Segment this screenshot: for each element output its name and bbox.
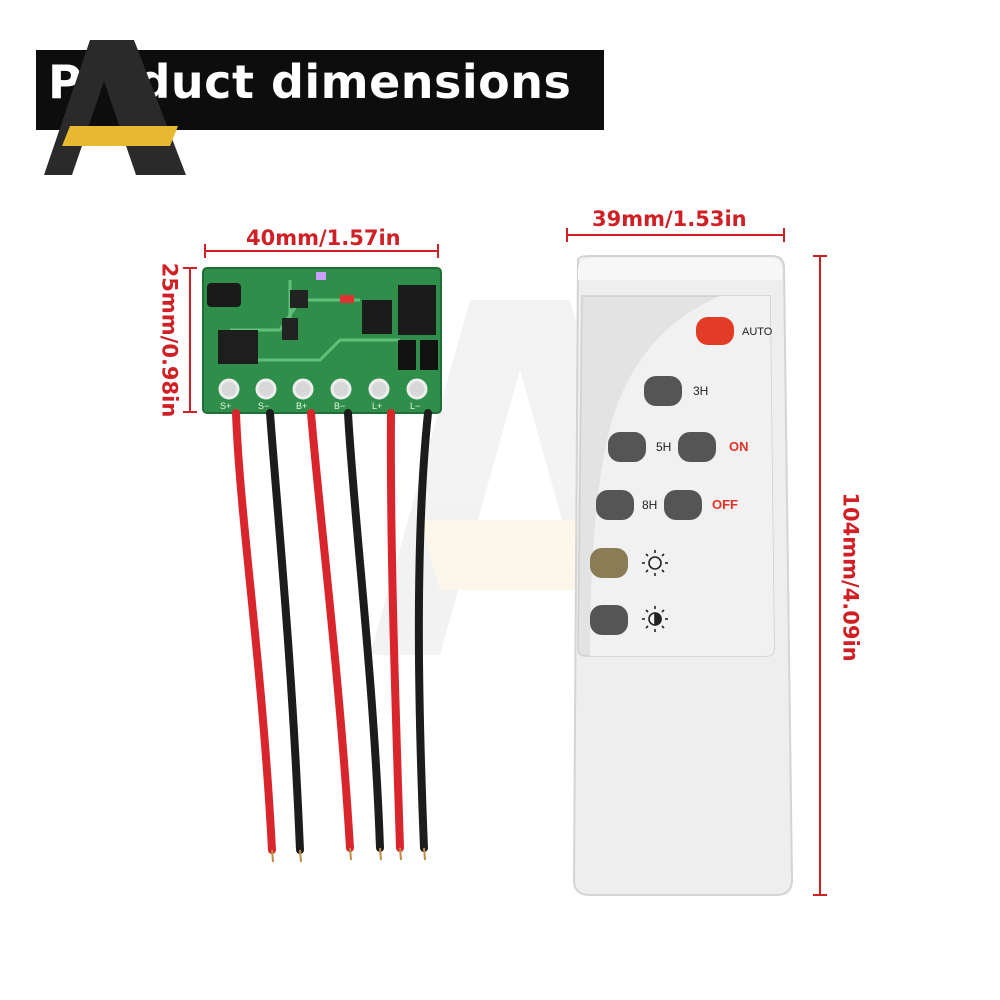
ic-chip: [362, 300, 392, 334]
wire-b-minus: [344, 409, 384, 852]
remote-control: [572, 255, 794, 896]
auto-button[interactable]: [696, 317, 734, 345]
8h-button[interactable]: [596, 490, 634, 520]
on-label: ON: [729, 439, 749, 454]
pin-label-s-minus: S−: [258, 401, 270, 411]
dimension-lines: [183, 228, 827, 896]
wire-s-minus: [266, 409, 304, 854]
remote-height-label: 104mm/4.09in: [838, 492, 863, 662]
auto-label: AUTO: [742, 326, 773, 338]
brightness-up-button[interactable]: [590, 548, 628, 578]
5h-label: 5H: [656, 440, 672, 454]
pin-label-s-plus: S+: [220, 401, 232, 411]
board-width-label: 40mm/1.57in: [246, 226, 401, 250]
diode-chip: [218, 330, 258, 364]
ir-receiver: [207, 283, 241, 307]
wire-l-plus: [386, 409, 404, 852]
brand-logo: [44, 40, 186, 175]
pin-label-b-plus: B+: [296, 401, 308, 411]
mosfet-chip: [398, 285, 436, 335]
5h-button[interactable]: [608, 432, 646, 462]
wire-l-minus: [414, 409, 432, 852]
on-button[interactable]: [678, 432, 716, 462]
wire-b-plus: [307, 409, 354, 852]
solder-pads: [218, 378, 428, 400]
pin-label-l-minus: L−: [410, 401, 421, 411]
3h-label: 3H: [693, 384, 709, 398]
pcb-board: [202, 267, 442, 414]
off-label: OFF: [712, 497, 738, 512]
sun-half-icon: [642, 606, 668, 632]
board-height-label: 25mm/0.98in: [157, 262, 182, 418]
brightness-down-button[interactable]: [590, 605, 628, 635]
pin-label-l-plus: L+: [372, 401, 383, 411]
wires: [232, 409, 432, 863]
8h-label: 8H: [642, 498, 658, 512]
pin-label-b-minus: B−: [334, 401, 346, 411]
wire-s-plus: [232, 409, 276, 854]
off-button[interactable]: [664, 490, 702, 520]
remote-width-label: 39mm/1.53in: [592, 207, 747, 231]
sun-outline-icon: [642, 550, 668, 576]
3h-button[interactable]: [644, 376, 682, 406]
